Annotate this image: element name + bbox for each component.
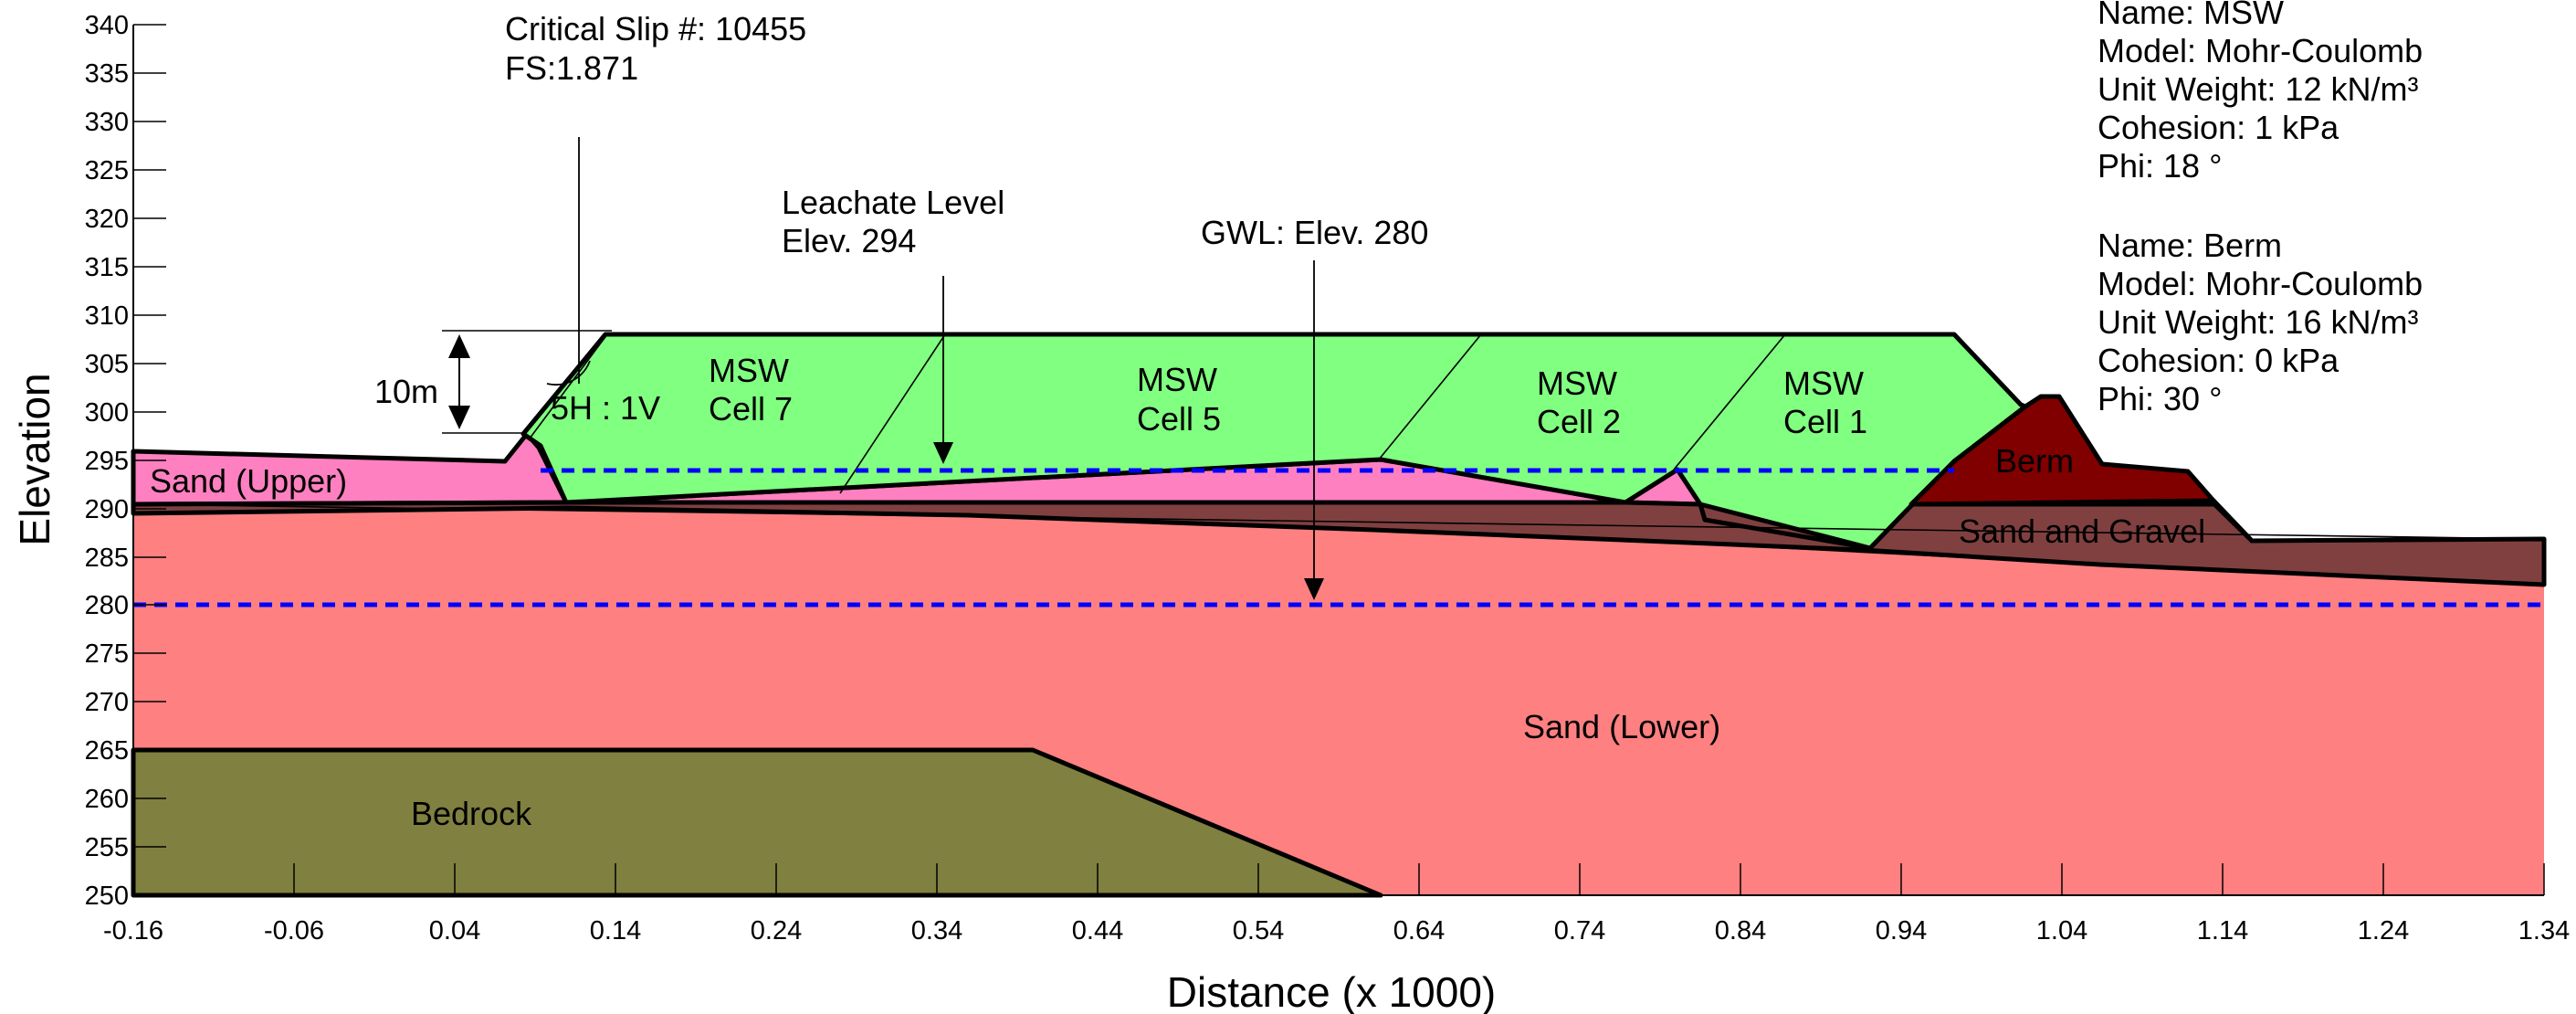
cell-dividers — [132, 333, 2545, 565]
msw-prop-cohesion: Cohesion: 1 kPa — [2098, 109, 2339, 146]
dimension-arrow-up — [448, 334, 470, 358]
y-tick-label: 305 — [85, 350, 129, 379]
x-tick-labels: -0.16 -0.06 0.04 0.14 0.24 0.34 0.44 0.5… — [103, 916, 2570, 945]
cell2-label-line1: MSW — [1537, 364, 1617, 402]
cell1-label-line2: Cell 1 — [1783, 403, 1867, 440]
x-tick-label: 0.14 — [590, 916, 641, 945]
cell7-label-line2: Cell 7 — [709, 390, 793, 428]
x-tick-label: 0.04 — [429, 916, 480, 945]
y-tick-label: 295 — [85, 447, 129, 476]
height-label: 10m — [374, 373, 438, 410]
height-dimension: 10m — [374, 330, 612, 434]
y-tick-label: 340 — [85, 11, 129, 40]
msw-prop-model: Model: Mohr-Coulomb — [2098, 32, 2423, 69]
berm-prop-name: Name: Berm — [2098, 227, 2282, 264]
cell2-label-line2: Cell 2 — [1537, 403, 1621, 440]
msw-region — [520, 332, 2028, 551]
x-tick-label: 1.24 — [2358, 916, 2409, 945]
y-axis — [132, 24, 166, 896]
berm-prop-unit-weight: Unit Weight: 16 kN/m³ — [2098, 303, 2418, 341]
critical-slip-line2: FS:1.871 — [505, 49, 638, 87]
y-tick-label: 325 — [85, 156, 129, 185]
x-tick-label: 1.34 — [2518, 916, 2570, 945]
y-tick-label: 270 — [85, 688, 129, 717]
leachate-line1: Leachate Level — [782, 184, 1004, 221]
cell1-label-line1: MSW — [1783, 364, 1864, 402]
berm-prop-model: Model: Mohr-Coulomb — [2098, 265, 2423, 302]
leachate-arrow-head — [933, 442, 953, 464]
x-axis — [132, 863, 2545, 896]
y-axis-title: Elevation — [11, 373, 58, 545]
cell5-label-line2: Cell 5 — [1137, 400, 1221, 438]
slope-ratio-label: 5H : 1V — [551, 389, 660, 427]
bedrock-label: Bedrock — [411, 795, 532, 832]
msw-prop-phi: Phi: 18 ° — [2098, 147, 2222, 185]
leachate-line2: Elev. 294 — [782, 222, 916, 259]
y-tick-label: 335 — [85, 59, 129, 89]
msw-prop-name: Name: MSW — [2098, 0, 2284, 31]
msw-prop-unit-weight: Unit Weight: 12 kN/m³ — [2098, 70, 2418, 108]
sand-lower-label: Sand (Lower) — [1523, 708, 1720, 745]
x-tick-label: 0.94 — [1876, 916, 1927, 945]
x-tick-label: 0.64 — [1393, 916, 1445, 945]
x-tick-label: 0.54 — [1233, 916, 1284, 945]
y-tick-label: 310 — [85, 301, 129, 331]
x-tick-label: -0.06 — [264, 916, 324, 945]
gwl-label: GWL: Elev. 280 — [1201, 214, 1428, 251]
berm-region — [1908, 394, 2216, 507]
sand-upper-label: Sand (Upper) — [150, 462, 347, 500]
y-tick-label: 315 — [85, 253, 129, 282]
sand-lower-region — [133, 502, 2544, 895]
msw-properties: Name: MSW Model: Mohr-Coulomb Unit Weigh… — [2098, 0, 2423, 185]
y-tick-label: 280 — [85, 591, 129, 620]
x-tick-label: -0.16 — [103, 916, 163, 945]
gwl-arrow-head — [1304, 578, 1324, 600]
y-tick-label: 285 — [85, 544, 129, 573]
x-tick-label: 0.24 — [751, 916, 802, 945]
berm-properties: Name: Berm Model: Mohr-Coulomb Unit Weig… — [2098, 227, 2423, 417]
y-tick-label: 330 — [85, 108, 129, 137]
leachate-annotation: Leachate Level Elev. 294 — [782, 184, 1004, 464]
x-tick-label: 1.04 — [2036, 916, 2087, 945]
critical-slip-annotation: Critical Slip #: 10455 FS:1.871 — [505, 10, 806, 386]
sand-and-gravel-label: Sand and Gravel — [1959, 512, 2205, 550]
dimension-arrow-down — [448, 406, 470, 429]
berm-label: Berm — [1995, 442, 2074, 480]
x-tick-label: 0.74 — [1554, 916, 1605, 945]
y-tick-label: 255 — [85, 833, 129, 862]
berm-prop-cohesion: Cohesion: 0 kPa — [2098, 342, 2339, 379]
y-tick-label: 250 — [85, 882, 129, 911]
x-tick-label: 0.44 — [1072, 916, 1123, 945]
y-tick-label: 320 — [85, 205, 129, 234]
y-tick-labels: 340 335 330 325 320 315 310 305 300 295 … — [85, 11, 129, 911]
y-tick-label: 275 — [85, 639, 129, 669]
berm-prop-phi: Phi: 30 ° — [2098, 380, 2222, 417]
y-tick-label: 265 — [85, 736, 129, 766]
gwl-annotation: GWL: Elev. 280 — [1201, 214, 1428, 600]
critical-slip-line1: Critical Slip #: 10455 — [505, 10, 806, 48]
cell5-label-line1: MSW — [1137, 361, 1217, 398]
y-tick-label: 300 — [85, 398, 129, 428]
y-tick-label: 290 — [85, 495, 129, 524]
cell7-label-line1: MSW — [709, 352, 789, 389]
sand-and-gravel-region — [131, 498, 2547, 587]
x-tick-label: 0.34 — [911, 916, 962, 945]
y-tick-label: 260 — [85, 785, 129, 814]
x-tick-label: 0.84 — [1715, 916, 1766, 945]
x-axis-title: Distance (x 1000) — [1167, 968, 1497, 1014]
x-tick-label: 1.14 — [2197, 916, 2248, 945]
